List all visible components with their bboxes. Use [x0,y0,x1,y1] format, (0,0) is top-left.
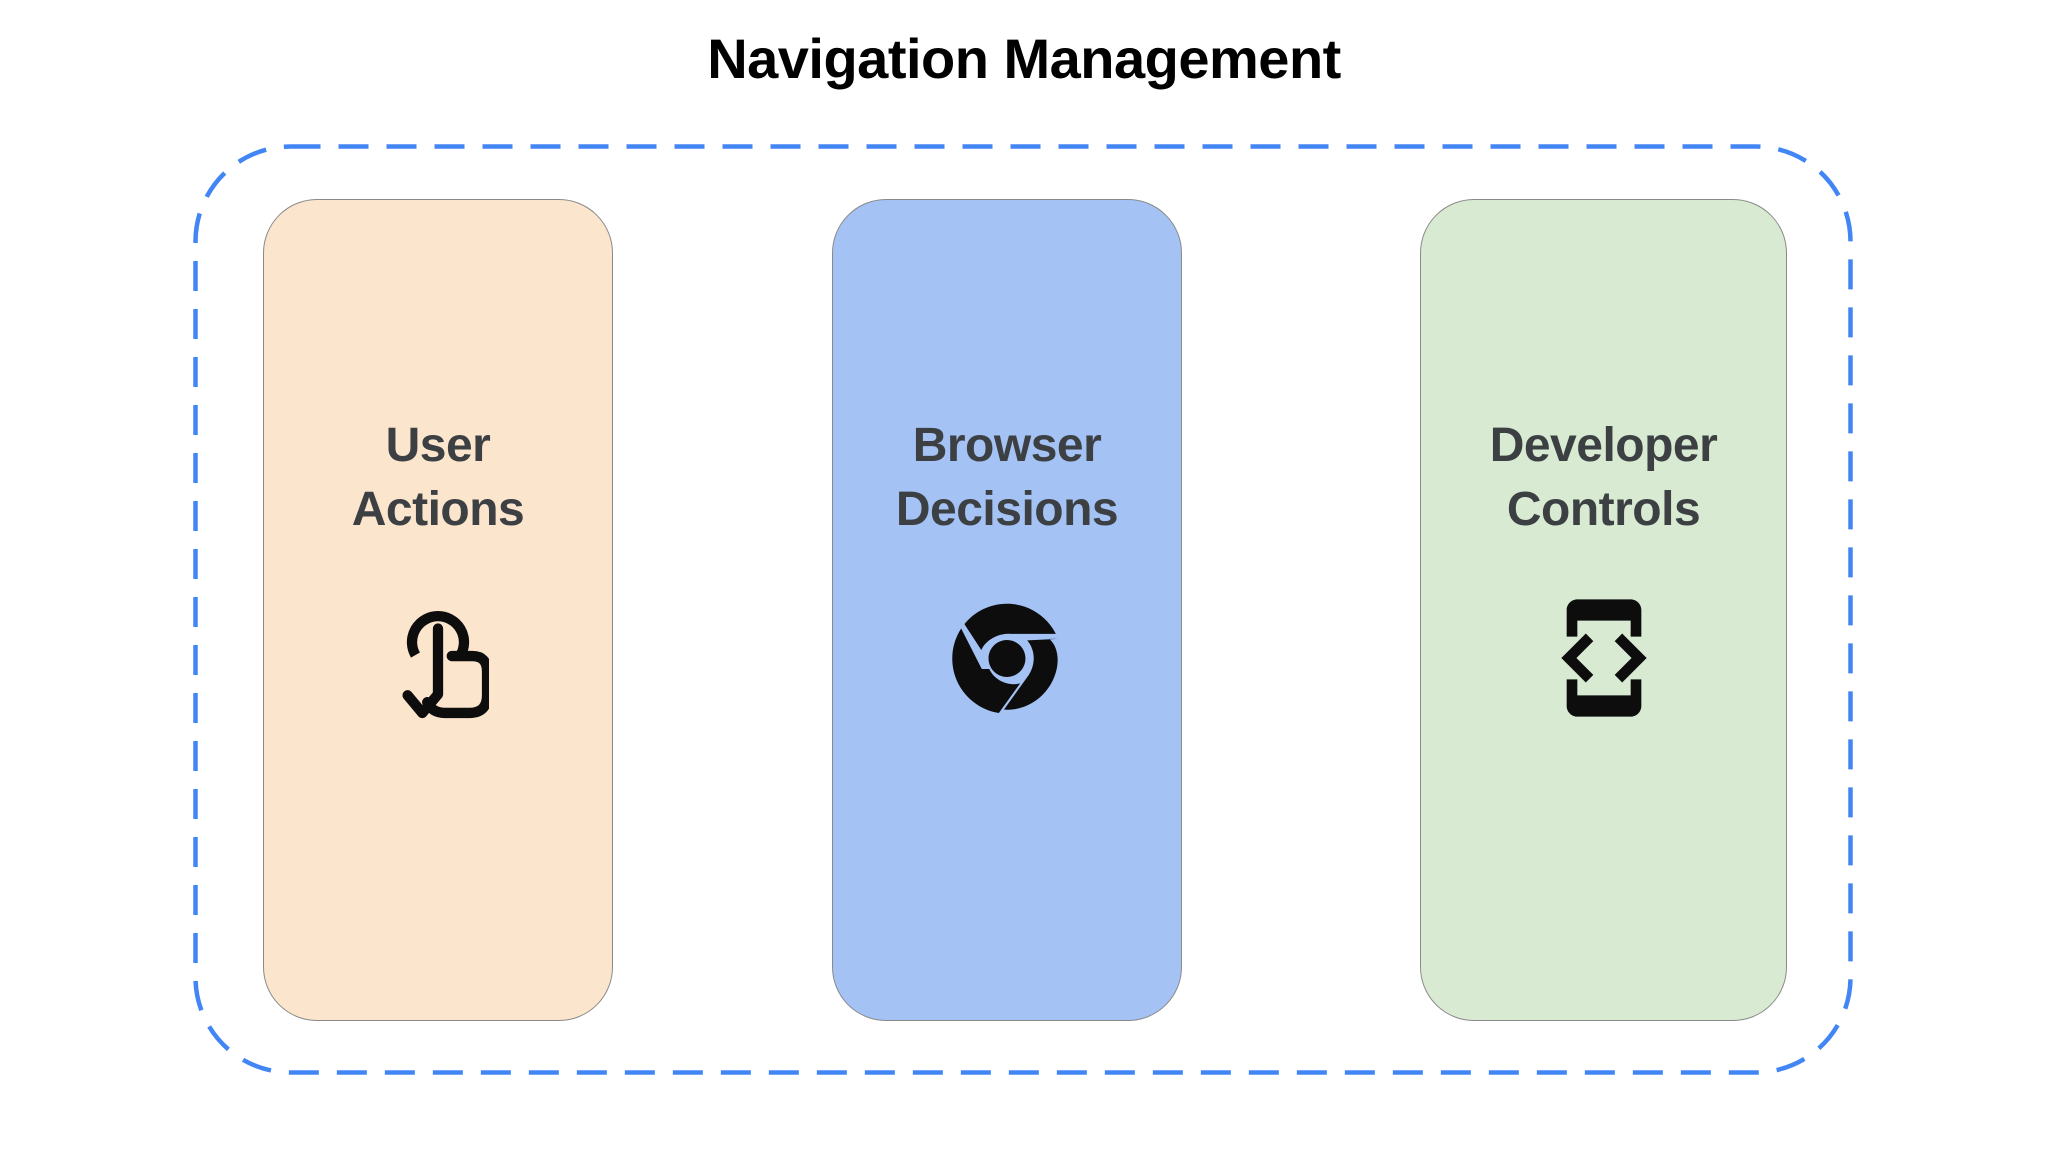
developer-mode-icon [1540,594,1668,722]
card-label: Browser Decisions [895,414,1119,542]
card-label-line1: Browser [912,419,1102,472]
page-title: Navigation Management [707,27,1341,90]
card-label-line1: User [385,419,491,472]
card-user-actions: User Actions [263,199,613,1021]
card-label: User Actions [352,414,525,542]
chrome-icon [952,594,1062,722]
card-label-line2: Actions [351,483,525,536]
card-label-line2: Decisions [895,483,1119,536]
group-frame: User Actions Browser Decisions [193,144,1853,1075]
touch-gesture-icon [387,594,489,722]
card-label-line2: Controls [1506,483,1701,536]
card-developer-controls: Developer Controls [1420,199,1787,1021]
card-label: Developer Controls [1490,414,1718,542]
card-label-line1: Developer [1489,419,1718,472]
card-browser-decisions: Browser Decisions [832,199,1182,1021]
